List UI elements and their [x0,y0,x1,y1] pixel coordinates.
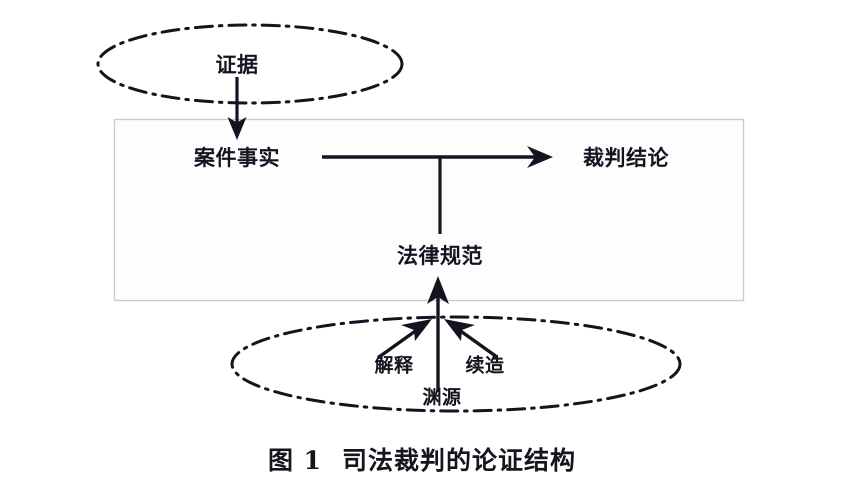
interpretation-to-legal-norm-arrow [378,319,432,359]
judgment-conclusion-label: 裁判结论 [583,146,669,170]
case-facts-to-conclusion-arrow [322,146,553,168]
evidence-label: 证据 [215,53,259,77]
evidence-ellipse [96,23,404,105]
figure-caption: 图 1 司法裁判的论证结构 [0,441,844,477]
continued-construction-to-legal-norm-arrow [444,319,498,359]
continued-construction-label: 续造 [465,354,505,377]
source-label: 渊源 [422,386,462,409]
reasoning-box [113,118,745,302]
legal-norm-label: 法律规范 [397,244,483,268]
source-to-legal-norm-arrow [427,276,449,392]
figure-caption-title: 司法裁判的论证结构 [342,446,577,475]
figure-caption-number: 图 1 [267,446,323,475]
case-facts-label: 案件事实 [194,146,280,170]
evidence-to-case-facts-arrow [227,77,247,140]
interpretation-label: 解释 [374,354,414,377]
source-ellipse [230,315,682,413]
